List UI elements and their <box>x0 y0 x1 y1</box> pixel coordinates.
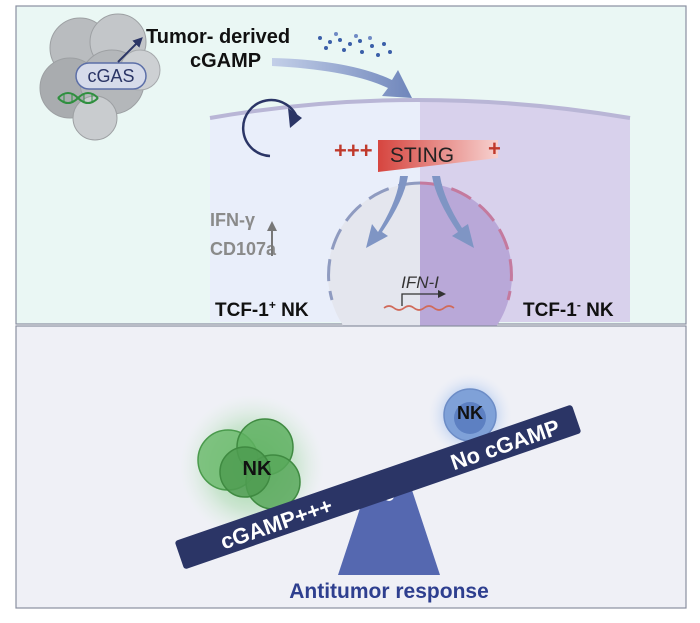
cgamp-uptake-arrow <box>272 58 412 98</box>
marker-ifn-gamma: IFN-γ <box>210 210 255 230</box>
sting-label: STING <box>390 144 454 167</box>
sting-signal-arrow-right <box>432 176 474 248</box>
sting-wedge <box>378 140 498 172</box>
sting-signal-arrow-left <box>366 176 408 248</box>
feedback-loop-arrow <box>241 98 300 158</box>
source-label-line1: Tumor- derived <box>146 26 290 48</box>
tcf1-negative-nk-label: TCF-1- NK <box>523 298 614 321</box>
nk-green-cluster <box>197 418 301 510</box>
sting-right-sign: + <box>488 136 501 161</box>
marker-cd107a: CD107a <box>210 239 277 259</box>
nk-left-label: NK <box>243 458 272 480</box>
cgas-label: cGAS <box>87 66 134 86</box>
nucleus-envelope-left <box>327 181 421 301</box>
feedback-loop-arrowhead <box>288 108 302 128</box>
cell-membrane <box>209 98 631 120</box>
source-label-line2: cGAMP <box>190 50 261 72</box>
nucleus-envelope-right <box>419 181 513 301</box>
cgamp-molecules <box>318 32 392 57</box>
promoter-arrowhead <box>438 290 446 298</box>
tcf1-positive-nk-label: TCF-1+ NK <box>215 298 309 321</box>
ifn-i-label: IFN-I <box>401 273 439 292</box>
nk-blue-nucleus <box>454 402 486 434</box>
response-label: Antitumor response <box>289 580 489 603</box>
promoter-arrow <box>401 293 440 306</box>
nk-right-label: NK <box>457 403 483 423</box>
sting-left-sign: +++ <box>334 138 373 163</box>
ifn-dna-strand <box>383 305 455 311</box>
cgas-output-arrow <box>117 37 143 63</box>
dna-helix-icon <box>57 92 99 104</box>
cgas-pill <box>75 62 147 90</box>
